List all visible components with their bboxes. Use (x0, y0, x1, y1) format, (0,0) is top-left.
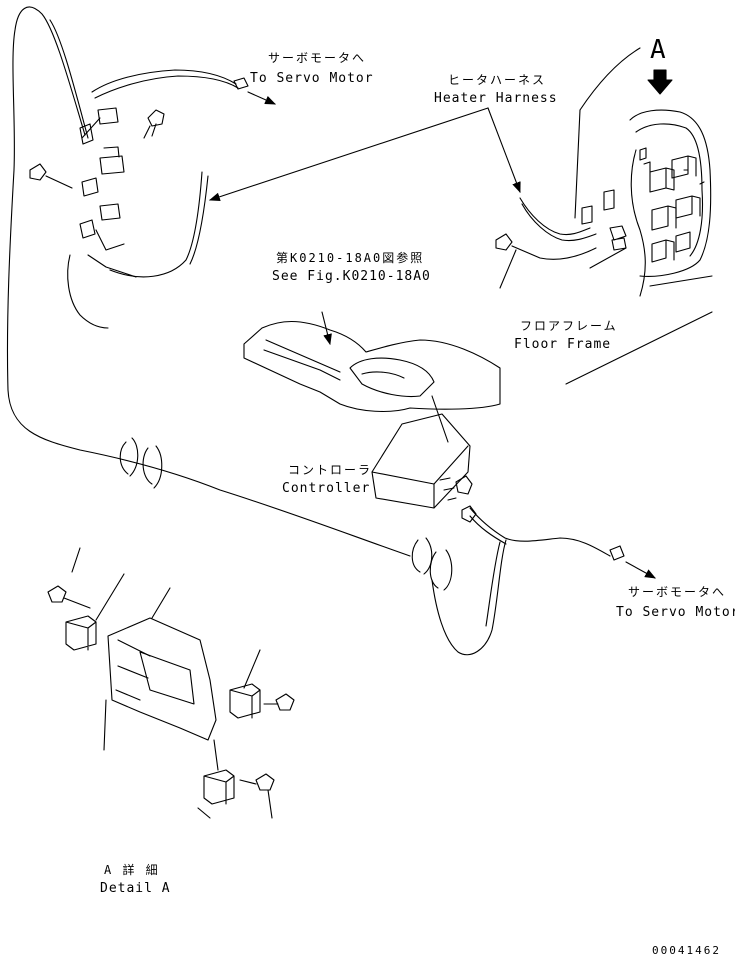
controller-connector (455, 475, 473, 495)
relay-6 (675, 231, 691, 253)
heater-connector-1 (581, 205, 593, 225)
label-servo-top-jp: サーボモータへ (268, 51, 366, 65)
detail-bracket (107, 617, 217, 741)
floor-frame (243, 321, 501, 412)
servo-connector-bottom (609, 545, 625, 561)
relay-2 (671, 155, 697, 179)
clamp-1 (119, 437, 139, 477)
label-controller-en: Controller (282, 481, 370, 496)
label-heater-en: Heater Harness (434, 91, 558, 106)
label-fig-ref-jp: 第K0210-18A0図参照 (276, 250, 424, 265)
label-servo-bottom-jp: サーボモータへ (628, 585, 726, 599)
callout-a: A (650, 35, 666, 65)
document-number: 00041462 (652, 944, 721, 957)
relay-4 (675, 195, 701, 219)
detail-bolt-2 (275, 693, 295, 711)
label-servo-bottom-en: To Servo Motor (616, 605, 735, 620)
label-heater-jp: ヒータハーネス (448, 73, 546, 87)
relay-1 (649, 167, 675, 193)
main-harness (6, 6, 411, 557)
detail-relay-2 (229, 683, 261, 719)
heater-connector-2 (603, 189, 615, 211)
clamp-4 (429, 549, 453, 591)
relay-panel-outline (629, 109, 712, 277)
heater-connector-3 (609, 225, 627, 251)
view-arrow-a (647, 69, 673, 95)
label-detail-jp: A 詳 細 (104, 862, 160, 877)
clamp-2 (142, 445, 163, 489)
detail-relay-3 (203, 769, 235, 805)
label-fig-ref-en: See Fig.K0210-18A0 (272, 269, 431, 284)
label-servo-top-en: To Servo Motor (250, 71, 374, 86)
bolt-upper-left (29, 163, 47, 181)
relay-3 (651, 205, 677, 231)
detail-bolt-1 (47, 585, 67, 603)
label-detail-en: Detail A (100, 881, 171, 896)
label-floor-jp: フロアフレーム (520, 319, 618, 333)
detail-relay-1 (65, 615, 97, 651)
clamp-3 (411, 537, 433, 575)
bolt-upper-right (147, 109, 165, 127)
detail-bolt-3 (255, 773, 275, 791)
relay-5 (651, 239, 675, 263)
bolt-heater (495, 233, 513, 251)
label-floor-en: Floor Frame (514, 337, 611, 352)
servo-connector-top (233, 77, 249, 90)
controller-box (371, 413, 471, 509)
label-controller-jp: コントローラ (288, 463, 372, 477)
